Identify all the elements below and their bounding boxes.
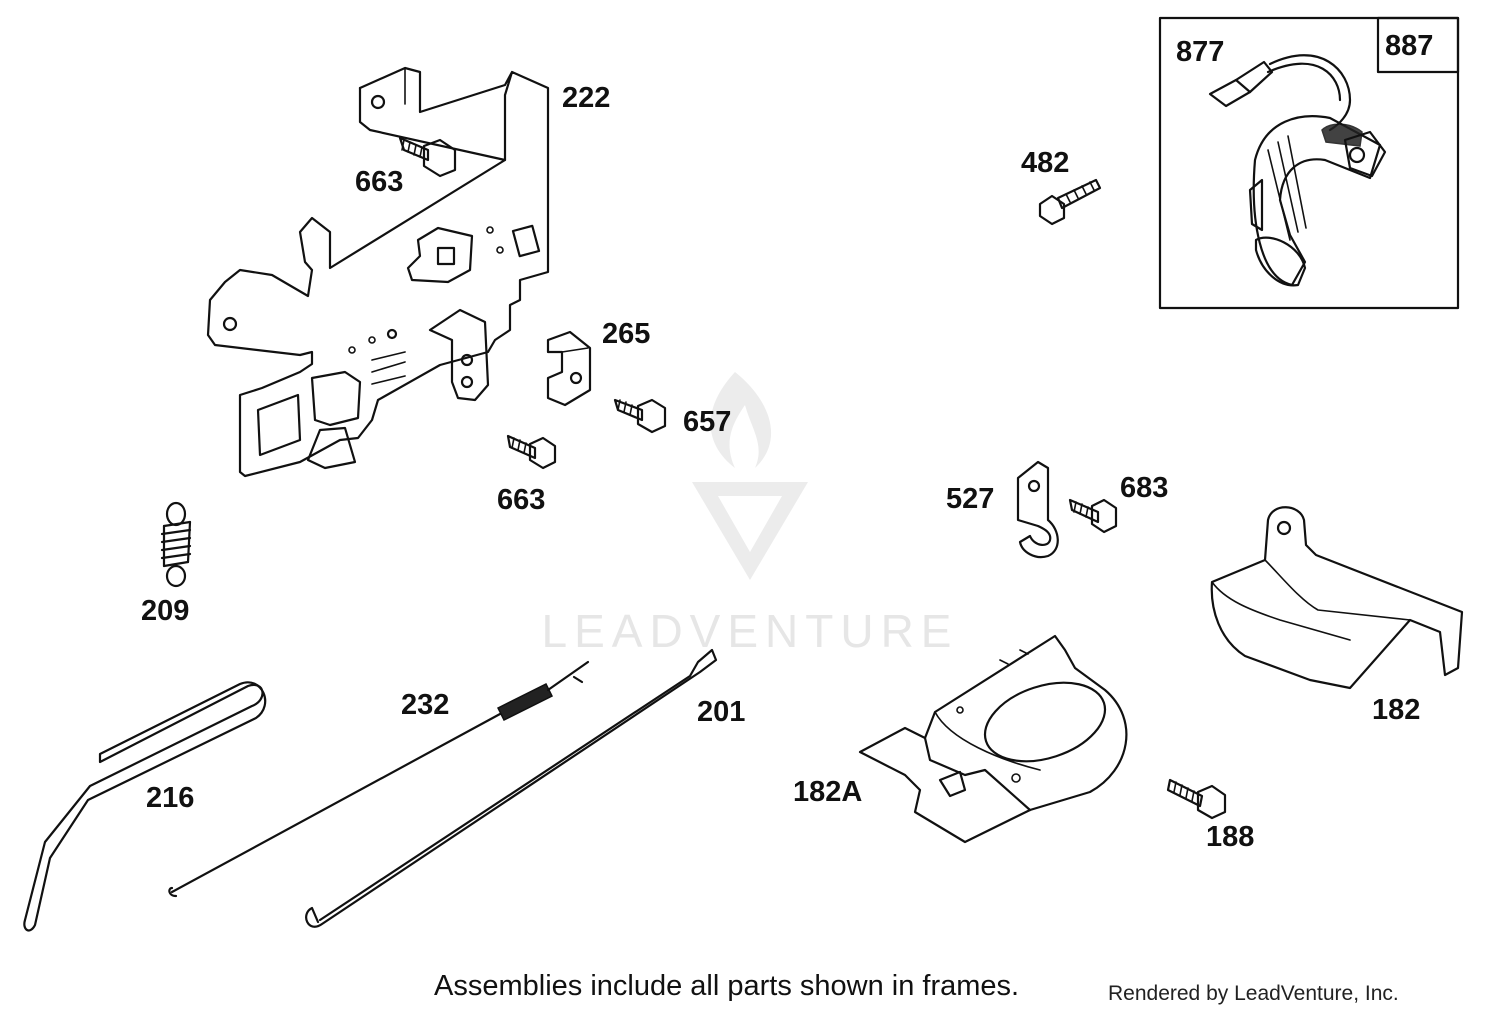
callout-663-lower: 663 — [497, 484, 546, 516]
screw-663-upper — [398, 136, 457, 178]
leadventure-watermark-logo — [692, 372, 808, 580]
callout-188: 188 — [1206, 821, 1255, 853]
assemblies-note: Assemblies include all parts shown in fr… — [434, 970, 1020, 1002]
callout-887: 887 — [1385, 30, 1434, 62]
callout-877: 877 — [1176, 36, 1225, 68]
callout-201: 201 — [697, 696, 746, 728]
spring-link-232 — [168, 660, 590, 898]
callout-216: 216 — [146, 782, 195, 814]
clamp-527 — [1016, 460, 1059, 559]
screw-663-lower — [506, 434, 557, 470]
control-bracket-222 — [206, 66, 550, 478]
ignition-armature-877 — [1208, 54, 1387, 287]
rendered-by-credit: Rendered by LeadVenture, Inc. — [1108, 982, 1399, 1005]
governor-rod-201 — [305, 648, 718, 928]
cable-clip-265 — [546, 330, 592, 407]
callout-182: 182 — [1372, 694, 1421, 726]
screw-482 — [1038, 178, 1102, 226]
screw-683 — [1068, 498, 1118, 534]
spring-209 — [160, 501, 192, 588]
callout-663-upper: 663 — [355, 166, 404, 198]
callout-232: 232 — [401, 689, 450, 721]
callout-683: 683 — [1120, 472, 1169, 504]
callout-182a: 182A — [793, 776, 863, 808]
screw-657 — [613, 398, 667, 434]
screw-188 — [1166, 778, 1227, 820]
link-216 — [23, 681, 267, 932]
assembly-frame-887 — [1158, 16, 1460, 310]
callout-265: 265 — [602, 318, 651, 350]
shield-182 — [1210, 506, 1464, 690]
callout-222: 222 — [562, 82, 611, 114]
callout-482: 482 — [1021, 147, 1070, 179]
callout-657: 657 — [683, 406, 732, 438]
shield-182a — [858, 634, 1128, 844]
watermark-text: LEADVENTURE — [541, 605, 959, 657]
callout-527: 527 — [946, 483, 995, 515]
callout-209: 209 — [141, 595, 190, 627]
